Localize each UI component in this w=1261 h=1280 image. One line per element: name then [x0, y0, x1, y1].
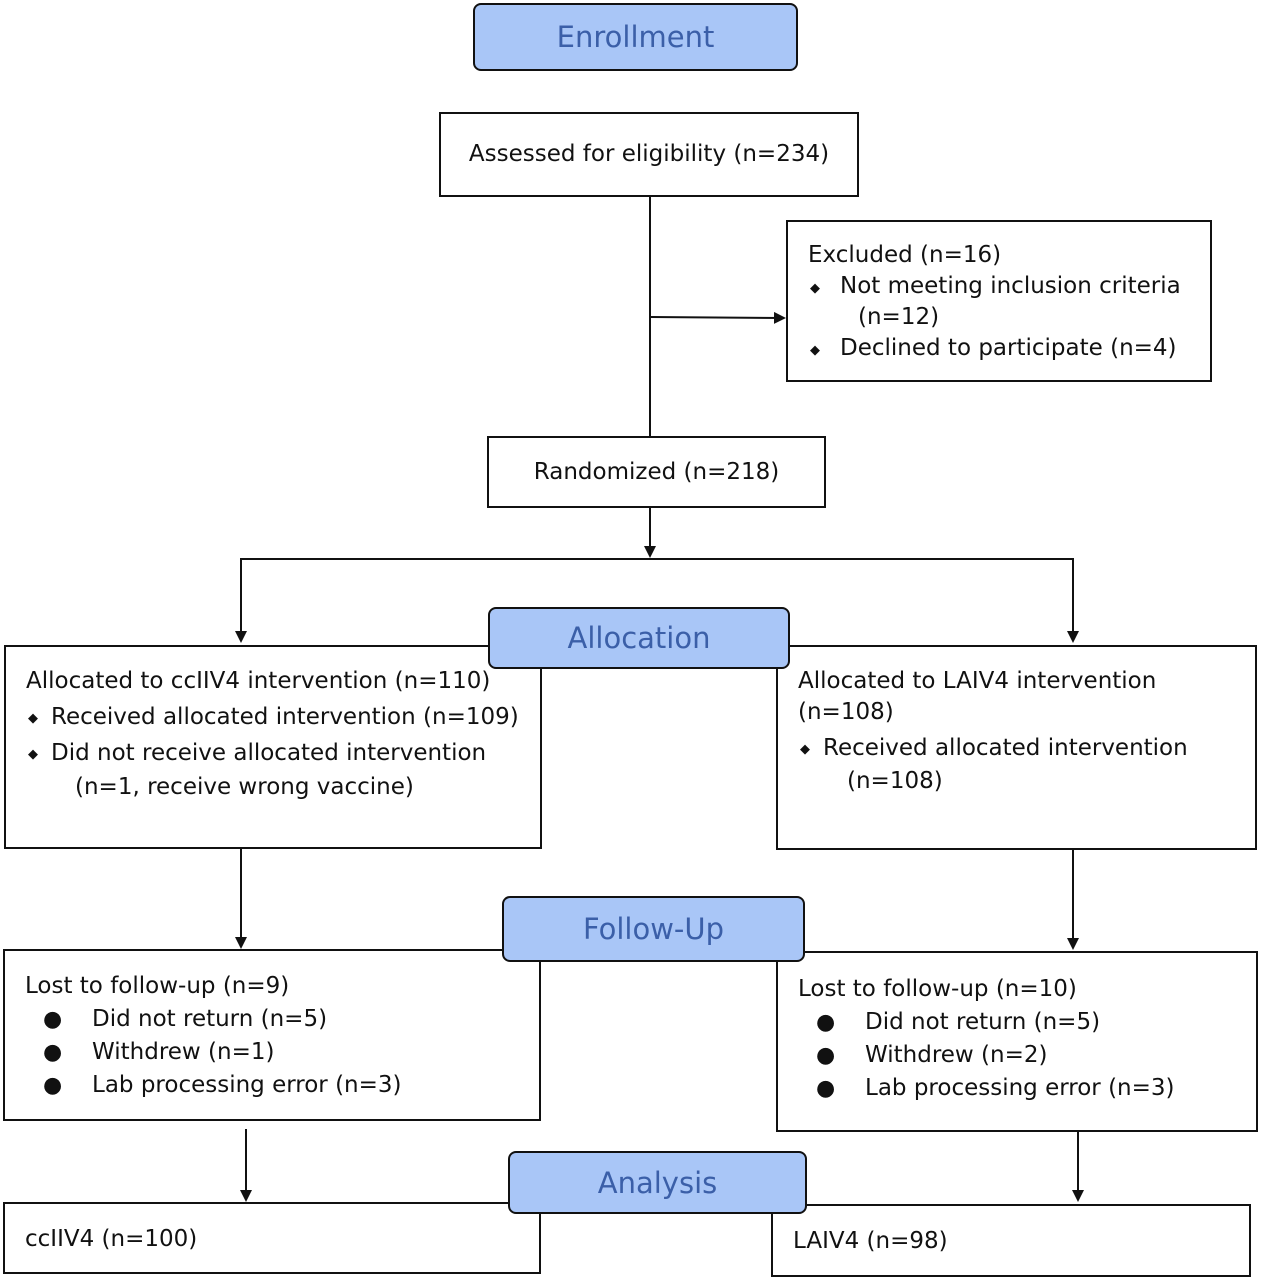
diamond-bullet-icon: ◆ [810, 281, 820, 296]
assessed-text: Assessed for eligibility (n=234) [468, 141, 830, 167]
followup-left-item: Did not return (n=5) [92, 1006, 328, 1032]
randomized-text: Randomized (n=218) [533, 458, 780, 485]
dot-bullet-icon: ● [816, 1076, 836, 1101]
allocation-right-box: Allocated to LAIV4 intervention (n=108) … [776, 645, 1257, 850]
allocation-left-title: Allocated to ccIIV4 intervention (n=110) [26, 668, 491, 694]
excluded-item: Not meeting inclusion criteria [840, 273, 1181, 299]
randomized-box: Randomized (n=218) [487, 436, 826, 508]
excluded-box: Excluded (n=16) ◆ Not meeting inclusion … [786, 220, 1212, 382]
analysis-right-text: LAIV4 (n=98) [793, 1228, 948, 1254]
dot-bullet-icon: ● [816, 1010, 836, 1035]
assessed-box: Assessed for eligibility (n=234) [439, 112, 859, 197]
stage-followup-label: Follow-Up [502, 896, 805, 962]
dot-bullet-icon: ● [43, 1040, 63, 1065]
allocation-right-item: Received allocated intervention [823, 735, 1188, 761]
analysis-right-box: LAIV4 (n=98) [771, 1204, 1251, 1277]
stage-allocation-label: Allocation [488, 607, 790, 669]
followup-right-title: Lost to follow-up (n=10) [798, 976, 1077, 1002]
followup-left-item: Lab processing error (n=3) [92, 1072, 402, 1098]
stage-enrollment-label: Enrollment [473, 3, 798, 71]
diamond-bullet-icon: ◆ [810, 343, 820, 358]
allocation-right-title: Allocated to LAIV4 intervention [798, 668, 1157, 694]
stage-allocation-text: Allocation [567, 621, 711, 655]
followup-right-box: Lost to follow-up (n=10) ● Did not retur… [776, 951, 1258, 1132]
allocation-left-item: Did not receive allocated intervention [51, 740, 487, 766]
followup-right-item: Lab processing error (n=3) [865, 1075, 1175, 1101]
allocation-left-box: Allocated to ccIIV4 intervention (n=110)… [4, 645, 542, 849]
diamond-bullet-icon: ◆ [28, 711, 38, 726]
dot-bullet-icon: ● [43, 1073, 63, 1098]
stage-analysis-label: Analysis [508, 1151, 807, 1214]
stage-analysis-text: Analysis [597, 1165, 718, 1200]
allocation-right-item-cont: (n=108) [847, 768, 943, 794]
analysis-left-box: ccIIV4 (n=100) [3, 1202, 541, 1274]
followup-left-box: Lost to follow-up (n=9) ● Did not return… [3, 949, 541, 1121]
excluded-item-cont: (n=12) [858, 304, 940, 330]
stage-followup-text: Follow-Up [582, 912, 725, 946]
allocation-left-item: Received allocated intervention (n=109) [51, 704, 519, 730]
followup-left-item: Withdrew (n=1) [92, 1039, 275, 1065]
excluded-title: Excluded (n=16) [808, 242, 1002, 268]
allocation-left-item-cont: (n=1, receive wrong vaccine) [75, 774, 414, 800]
dot-bullet-icon: ● [816, 1043, 836, 1068]
followup-right-item: Did not return (n=5) [865, 1009, 1101, 1035]
excluded-item: Declined to participate (n=4) [840, 335, 1177, 361]
stage-enrollment-text: Enrollment [556, 20, 715, 54]
dot-bullet-icon: ● [43, 1007, 63, 1032]
followup-left-title: Lost to follow-up (n=9) [25, 973, 290, 999]
followup-right-item: Withdrew (n=2) [865, 1042, 1048, 1068]
diamond-bullet-icon: ◆ [28, 747, 38, 762]
diamond-bullet-icon: ◆ [800, 742, 810, 757]
allocation-right-title-cont: (n=108) [798, 699, 894, 725]
analysis-left-text: ccIIV4 (n=100) [25, 1226, 198, 1252]
